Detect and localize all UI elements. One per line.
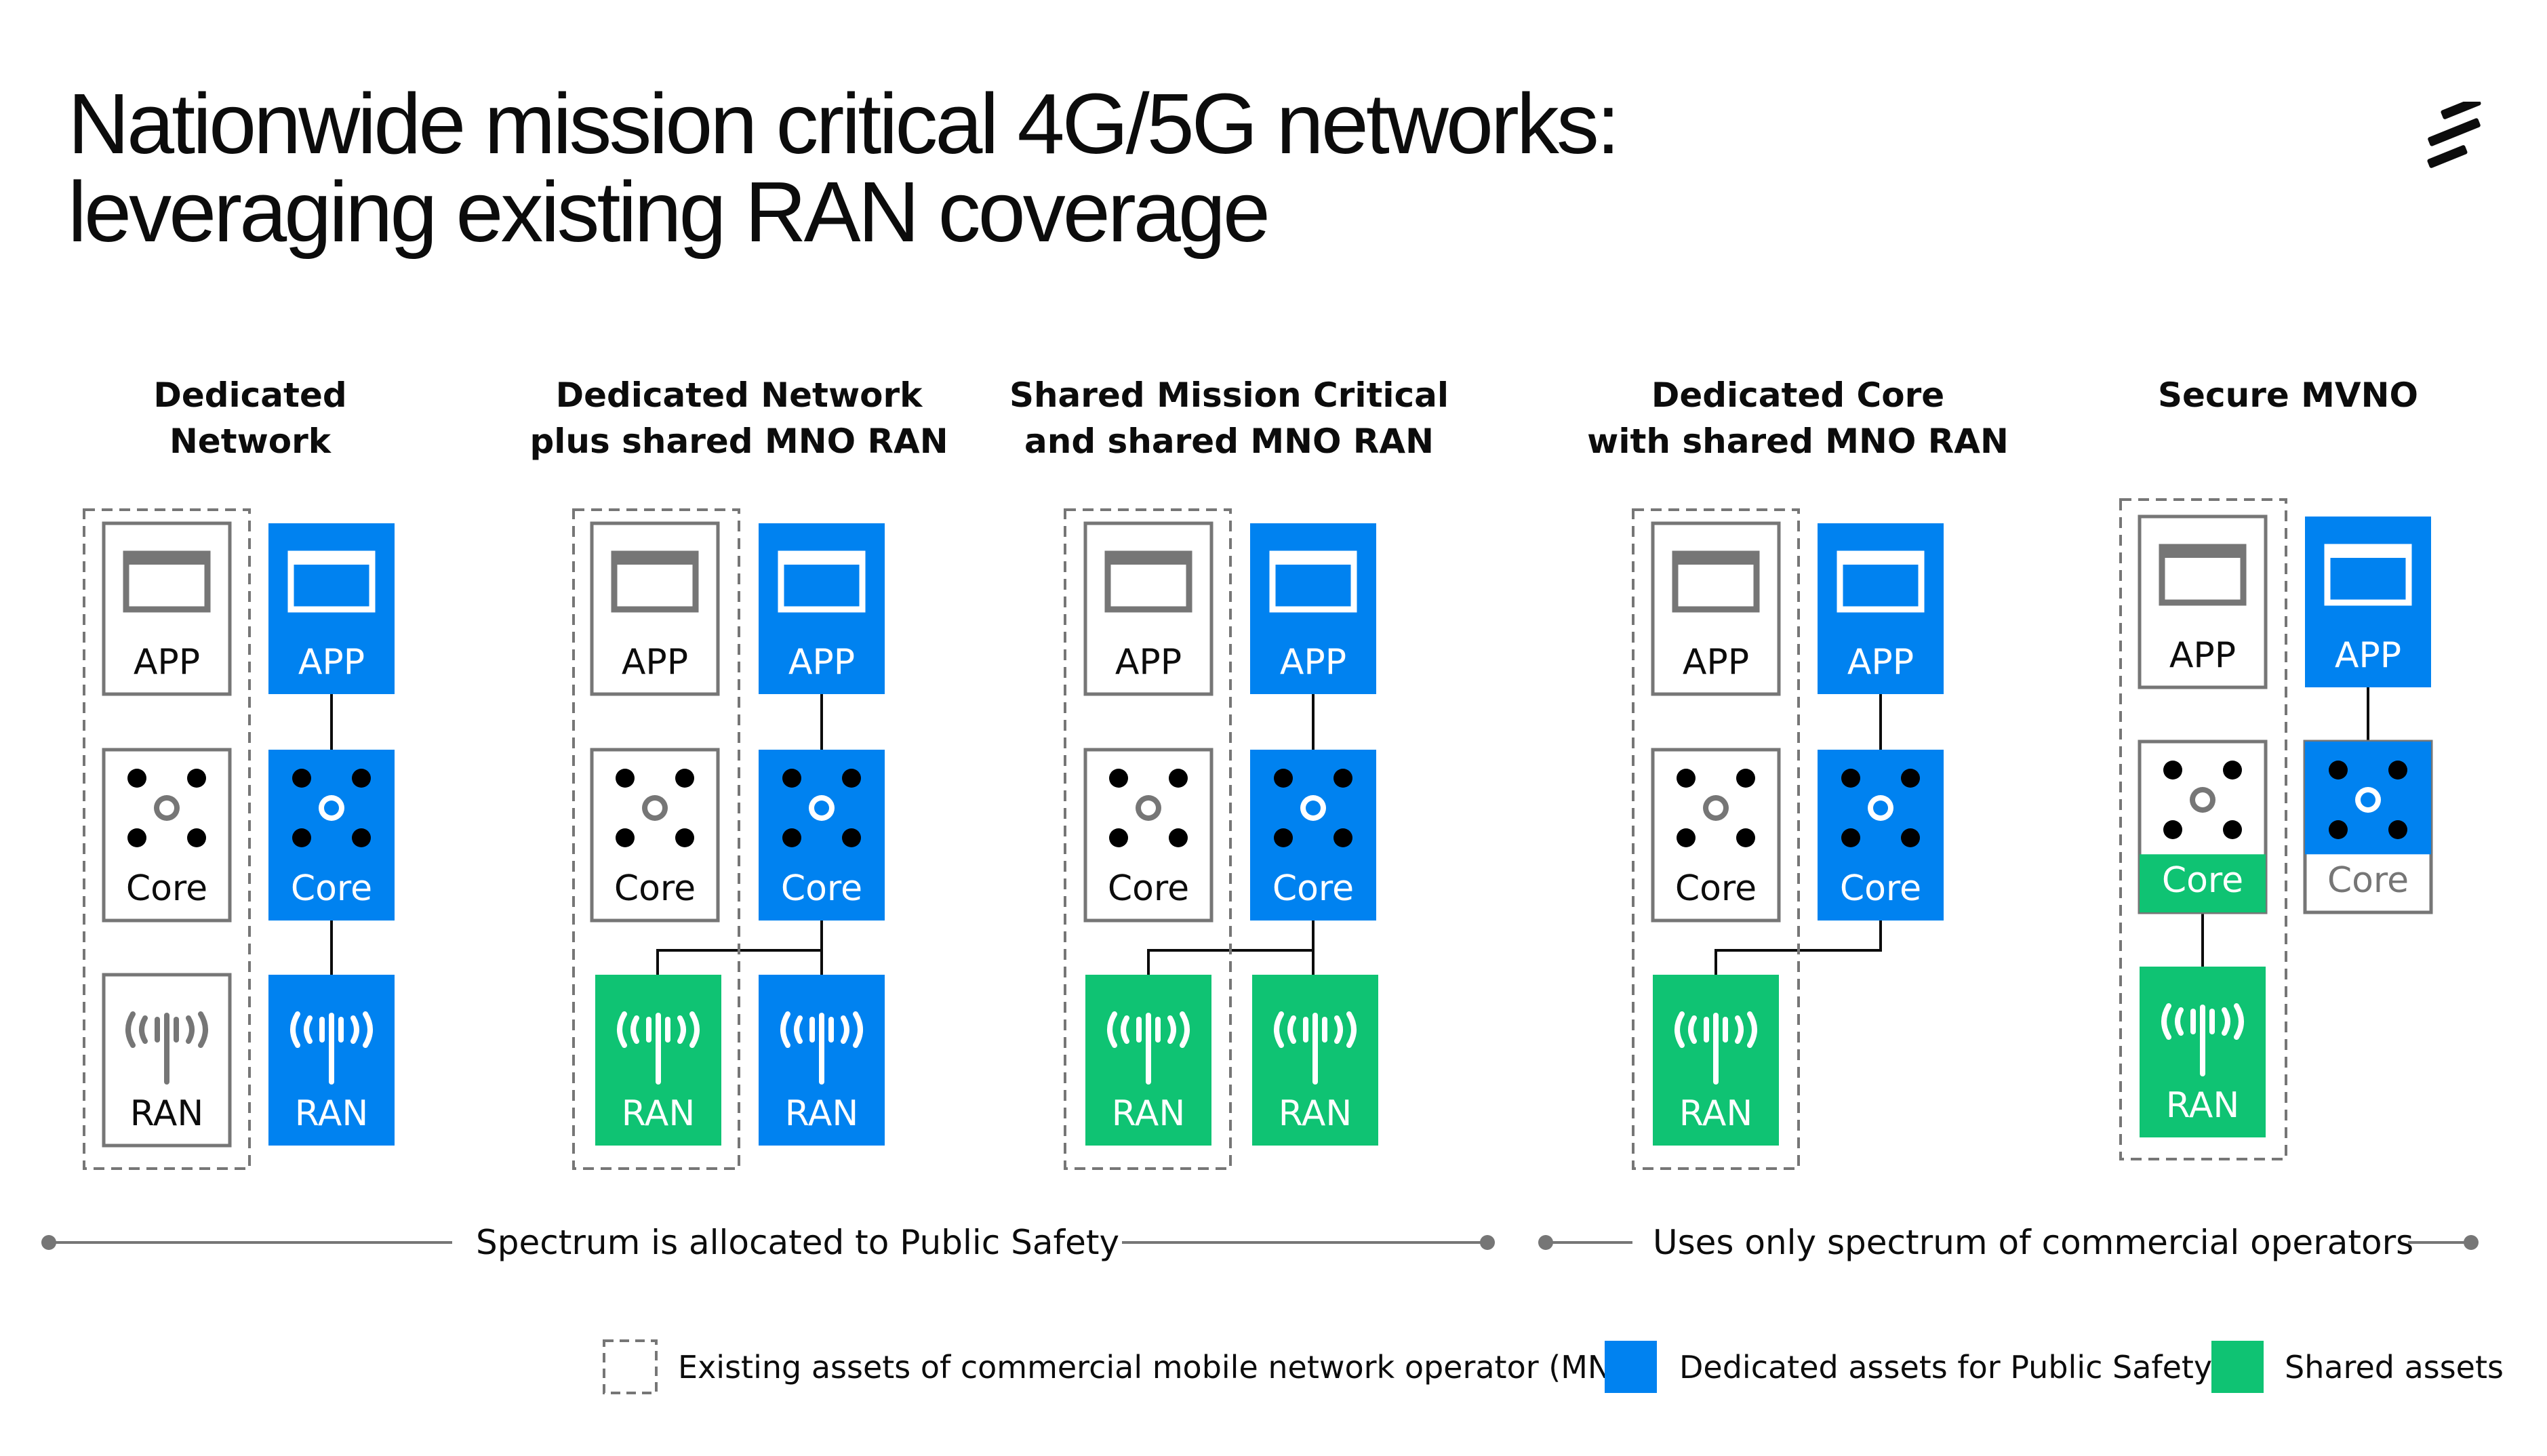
- shared-ran-box: RAN: [2140, 967, 2266, 1137]
- ran-label: RAN: [130, 1093, 204, 1134]
- core-network-icon: [1109, 769, 1188, 847]
- shared-ran-box: RAN: [1252, 975, 1378, 1146]
- mno-core-box: Core: [1083, 748, 1214, 923]
- axis-endpoint: [2464, 1235, 2479, 1250]
- core-label: Core: [2327, 860, 2409, 901]
- core-network-icon: [616, 769, 694, 847]
- legend: Existing assets of commercial mobile net…: [603, 1339, 2504, 1394]
- ps-core-box: Core: [1818, 750, 1944, 921]
- ps-app-box: APP: [759, 523, 885, 694]
- ps-app-box: APP: [1250, 523, 1376, 694]
- column-title-3-line-1: Shared Mission Critical: [1009, 376, 1449, 415]
- core-label: Core: [781, 868, 862, 909]
- mno-ran-box: RAN: [102, 973, 232, 1148]
- core-network-icon: [292, 769, 371, 847]
- existing-mno-assets-frame: [83, 508, 251, 1170]
- ps-core-box: Core: [759, 750, 885, 921]
- app-label: APP: [2169, 635, 2236, 676]
- shared-ran-box: RAN: [1653, 975, 1779, 1146]
- ran-label: RAN: [295, 1093, 369, 1134]
- ps-ran-box: RAN: [268, 975, 395, 1146]
- core-label: Core: [614, 868, 696, 909]
- core-label: Core: [126, 868, 207, 909]
- ran-label: RAN: [622, 1093, 696, 1134]
- column-title-3-line-2: and shared MNO RAN: [1024, 422, 1434, 461]
- legend-swatch-dedicated: [1605, 1341, 1657, 1393]
- column-title-4-line-1: Dedicated Core: [1651, 376, 1944, 415]
- existing-mno-assets-frame: [1632, 508, 1800, 1170]
- core-network-icon: [2329, 761, 2407, 839]
- app-label: APP: [1115, 642, 1182, 683]
- core-network-icon: [1274, 769, 1352, 847]
- page-title-line-1: Nationwide mission critical 4G/5G networ…: [68, 76, 1620, 171]
- ps-app-box: APP: [268, 523, 395, 694]
- existing-mno-assets-frame: [572, 508, 740, 1170]
- legend-label-existing: Existing assets of commercial mobile net…: [678, 1349, 1647, 1386]
- spectrum-axis: Spectrum is allocated to Public Safety Us…: [41, 1223, 2479, 1262]
- mno-app-box: APP: [1651, 521, 1781, 696]
- existing-mno-assets-frame: [1064, 508, 1232, 1170]
- page-title: Nationwide mission critical 4G/5G networ…: [68, 80, 1898, 256]
- core-network-icon: [127, 769, 206, 847]
- app-label: APP: [134, 642, 200, 683]
- shared-ran-box: RAN: [595, 975, 721, 1146]
- app-label: APP: [298, 642, 365, 683]
- ericsson-logo-icon: [2427, 102, 2481, 168]
- legend-swatch-existing: [603, 1339, 658, 1394]
- ps-app-box: APP: [2305, 517, 2431, 687]
- column-title-2-line-2: plus shared MNO RAN: [529, 422, 948, 461]
- mno-core-box: Core: [102, 748, 232, 923]
- mno-core-box: Core: [590, 748, 720, 923]
- axis-label-commercial: Uses only spectrum of commercial operato…: [1653, 1223, 2413, 1262]
- core-label: Core: [1675, 868, 1757, 909]
- shared-ran-box: RAN: [1085, 975, 1211, 1146]
- app-label: APP: [788, 642, 855, 683]
- app-label: APP: [2335, 635, 2401, 676]
- mvno-core-box: Core: [2303, 740, 2433, 914]
- core-label: Core: [291, 868, 372, 909]
- mno-app-box: APP: [1083, 521, 1214, 696]
- column-title-2-line-1: Dedicated Network: [556, 376, 924, 415]
- core-network-icon: [2163, 761, 2242, 839]
- existing-mno-assets-frame: [2119, 498, 2287, 1160]
- mno-app-box: APP: [2138, 514, 2268, 689]
- app-label: APP: [1683, 642, 1749, 683]
- legend-label-dedicated: Dedicated assets for Public Safety: [1679, 1349, 2212, 1386]
- column-title-1-line-2: Network: [169, 422, 332, 461]
- core-network-icon: [782, 769, 861, 847]
- column-title-1-line-1: Dedicated: [153, 376, 346, 415]
- app-label: APP: [1280, 642, 1346, 683]
- page-title-line-2: leveraging existing RAN coverage: [68, 164, 1270, 260]
- column-title-5-line-1: Secure MVNO: [2158, 376, 2418, 415]
- axis-endpoint: [1480, 1235, 1495, 1250]
- mno-app-box: APP: [102, 521, 232, 696]
- core-network-icon: [1677, 769, 1755, 847]
- ran-label: RAN: [1679, 1093, 1753, 1134]
- ran-label: RAN: [1112, 1093, 1186, 1134]
- core-label: Core: [2162, 860, 2243, 901]
- ps-core-box: Core: [268, 750, 395, 921]
- core-label: Core: [1272, 868, 1354, 909]
- ps-core-box: Core: [1250, 750, 1376, 921]
- core-label: Core: [1840, 868, 1921, 909]
- legend-swatch-shared: [2211, 1341, 2264, 1393]
- app-label: APP: [622, 642, 688, 683]
- core-label: Core: [1108, 868, 1189, 909]
- ran-label: RAN: [2166, 1085, 2240, 1126]
- ran-label: RAN: [785, 1093, 859, 1134]
- ps-ran-box: RAN: [759, 975, 885, 1146]
- ps-app-box: APP: [1818, 523, 1944, 694]
- core-network-icon: [1841, 769, 1920, 847]
- ran-label: RAN: [1279, 1093, 1352, 1134]
- axis-label-public-safety: Spectrum is allocated to Public Safety: [476, 1223, 1119, 1262]
- mno-core-box: Core: [1651, 748, 1781, 923]
- mno-app-box: APP: [590, 521, 720, 696]
- app-label: APP: [1847, 642, 1914, 683]
- shared-core-box: Core: [2138, 740, 2268, 914]
- legend-label-shared: Shared assets: [2285, 1349, 2504, 1386]
- column-title-4-line-2: with shared MNO RAN: [1587, 422, 2009, 461]
